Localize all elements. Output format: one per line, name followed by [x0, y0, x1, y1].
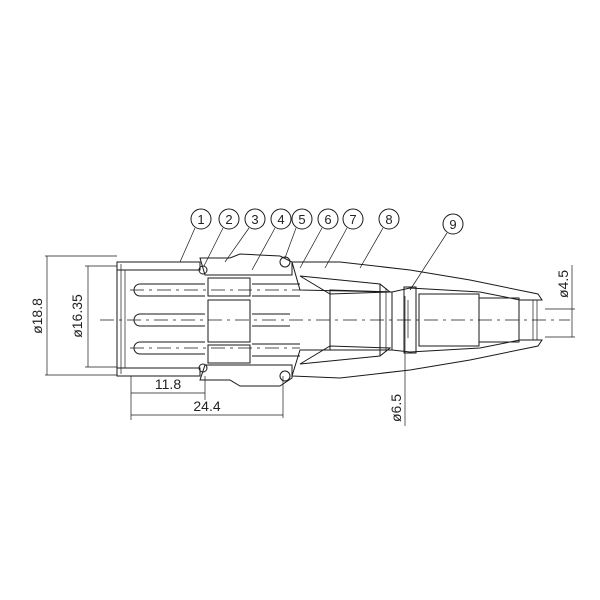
- svg-text:7: 7: [349, 212, 356, 227]
- svg-text:ø16.35: ø16.35: [69, 294, 85, 338]
- balloon-5: 5: [284, 208, 313, 259]
- svg-text:24.4: 24.4: [193, 398, 220, 414]
- svg-text:6: 6: [324, 212, 331, 227]
- svg-text:1: 1: [197, 212, 204, 227]
- balloon-8: 8: [359, 208, 400, 269]
- svg-text:ø18.8: ø18.8: [29, 298, 45, 334]
- contact-insert: [207, 277, 251, 364]
- boot-part-8: [291, 261, 543, 379]
- svg-text:2: 2: [225, 212, 232, 227]
- dimension-length-11-8: 11.8: [130, 376, 206, 420]
- balloon-1: 1: [179, 208, 212, 263]
- o-ring-5-bottom: [279, 370, 291, 382]
- o-ring-2-bottom: [198, 363, 208, 373]
- dimension-tip-diameter: ø4.5: [545, 265, 575, 338]
- svg-text:3: 3: [251, 212, 258, 227]
- balloon-callouts: 1 2 3 4 5 6 7 8 9: [179, 208, 464, 291]
- balloon-9: 9: [409, 213, 464, 291]
- svg-text:9: 9: [449, 217, 456, 232]
- dimension-outer-diameter: ø18.8: [29, 255, 117, 376]
- svg-text:5: 5: [298, 212, 305, 227]
- dimension-inner-diameter: ø16.35: [69, 265, 117, 368]
- shell-part-1: [116, 261, 201, 377]
- balloon-3: 3: [224, 208, 266, 263]
- balloon-4: 4: [251, 208, 292, 271]
- o-ring-2-top: [198, 265, 208, 275]
- svg-text:8: 8: [385, 212, 392, 227]
- threaded-sleeve: [199, 253, 293, 387]
- balloon-6: 6: [299, 208, 339, 269]
- balloon-7: 7: [324, 208, 364, 269]
- svg-text:11.8: 11.8: [155, 376, 181, 392]
- dimension-length-24-4: 24.4: [131, 376, 284, 418]
- svg-text:ø4.5: ø4.5: [555, 270, 571, 298]
- balloon-2: 2: [203, 208, 240, 267]
- svg-text:4: 4: [277, 212, 284, 227]
- svg-text:ø6.5: ø6.5: [388, 394, 404, 422]
- dimension-cable-bore: ø6.5: [388, 296, 409, 426]
